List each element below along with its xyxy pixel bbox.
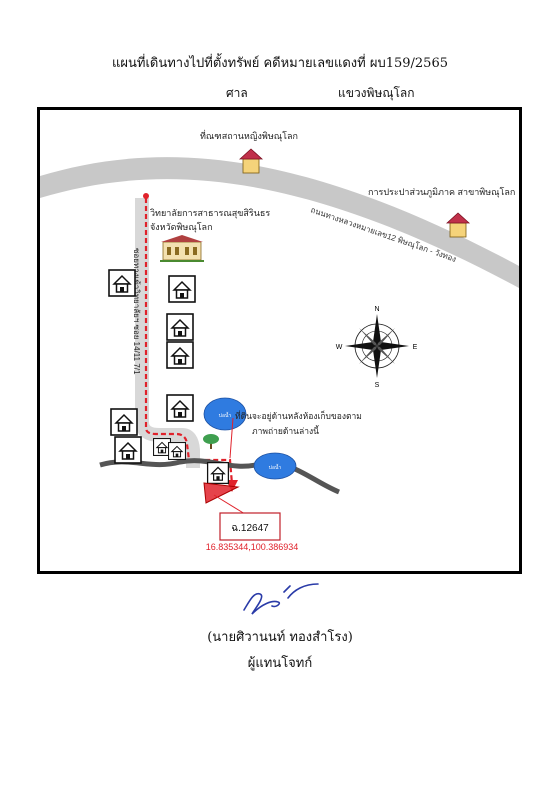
signatory-name: (นายศิวานนท์ ทองสำโรง): [207, 630, 353, 645]
house-icon: [153, 438, 171, 456]
pond-south-label: บ่อน้ำ: [269, 462, 282, 471]
college-label-line2: จังหวัดพิษณุโลก: [150, 222, 213, 233]
house-icon: [166, 394, 194, 422]
map-frame: ถนนทางหลวงหมายเลข12 พิษณุโลก - วังทอง ซอ…: [37, 107, 522, 574]
pond-north: [203, 397, 247, 431]
page-title: แผนที่เดินทางไปที่ตั้งทรัพย์ คดีหมายเลขแ…: [112, 56, 448, 71]
landmark-correctional-label: ที่ณฑสถานหญิงพิษณุโลก: [200, 129, 298, 142]
landmark-water-label: การประปาส่วนภูมิภาค สาขาพิษณุโลก: [368, 187, 515, 198]
pond-south: [253, 452, 297, 480]
storage-house-icon: [206, 461, 230, 485]
highway-road: [40, 157, 519, 288]
deed-label: ฉ.12647: [231, 523, 269, 534]
compass-w: W: [336, 344, 343, 351]
location-note-line1: ที่ดินจะอยู่ด้านหลังห้องเก็บของตาม: [235, 410, 362, 422]
side-road-label: ซอยทางเข้าวิทยาลัยฯ ซอย 14/11 7/1: [132, 248, 141, 375]
signature-mark: [243, 583, 319, 615]
land-plot: [203, 482, 240, 504]
note-pointer: [229, 417, 234, 459]
compass-rose: N S E W: [336, 306, 418, 389]
plot-pointer: [213, 494, 246, 515]
route-path: [144, 198, 234, 485]
house-icon: [114, 436, 142, 464]
house-icon: [108, 269, 136, 297]
court-district: แขวงพิษณุโลก: [338, 86, 415, 100]
house-icon: [168, 275, 196, 303]
house-icon: [168, 442, 186, 460]
house-icon: [110, 408, 138, 436]
pond-north-label: บ่อน้ำ: [219, 410, 232, 419]
tree-icon: [203, 434, 219, 449]
signatory-role: ผู้แทนโจทก์: [247, 656, 313, 671]
landmark-water-icon: [445, 212, 471, 238]
compass-s: S: [375, 382, 380, 389]
court-label: ศาล: [226, 86, 248, 100]
compass-e: E: [413, 344, 418, 351]
college-building-icon: [160, 235, 204, 262]
coordinates-label: 16.835344,100.386934: [206, 542, 299, 552]
location-note-line2: ภาพถ่ายด้านล่างนี้: [252, 425, 320, 436]
landmark-correctional-icon: [238, 148, 264, 174]
house-icon: [166, 313, 194, 341]
college-label-line1: วิทยาลัยการสาธารณสุขสิรินธร: [150, 208, 270, 219]
deed-box: [219, 512, 281, 541]
compass-n: N: [374, 306, 379, 313]
route-start-dot: [143, 193, 149, 199]
house-icon: [166, 341, 194, 369]
route-map: ถนนทางหลวงหมายเลข12 พิษณุโลก - วังทอง ซอ…: [40, 129, 519, 552]
